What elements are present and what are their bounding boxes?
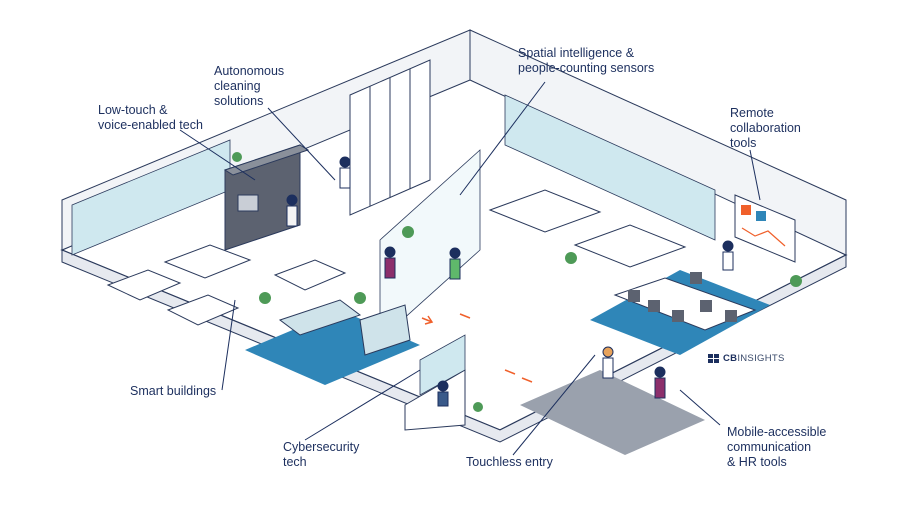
kitchen-cabinet (223, 144, 310, 251)
cb-insights-logo: CBINSIGHTS (708, 353, 785, 364)
cyber-booth-glass (419, 334, 466, 396)
label-spatial-intelligence: Spatial intelligence & people-counting s… (518, 46, 655, 75)
label-mobile-hr-tools: Mobile-accessible communication & HR too… (727, 425, 827, 469)
label-cybersecurity: Cybersecurity tech (283, 440, 360, 469)
back-right-window (504, 94, 716, 241)
leader-lines (179, 81, 761, 456)
cb-logo-icon (708, 354, 719, 363)
back-right-wall (469, 29, 847, 256)
desks-right (488, 189, 757, 331)
people (286, 156, 734, 407)
label-low-touch-tech: Low-touch & voice-enabled tech (98, 103, 203, 132)
remote-screen (734, 194, 796, 263)
label-autonomous-cleaning: Autonomous cleaning solutions (214, 64, 285, 108)
label-remote-collaboration: Remote collaboration tools (730, 106, 801, 150)
lounge-sofa (278, 299, 411, 356)
label-smart-buildings: Smart buildings (130, 384, 217, 398)
brand-insights: INSIGHTS (737, 353, 785, 364)
label-touchless-entry: Touchless entry (466, 455, 553, 469)
floor-arrows (421, 313, 533, 383)
entry-floor (520, 370, 705, 455)
glass-partition (379, 149, 481, 341)
brand-cb: CB (723, 353, 738, 364)
plants (232, 152, 802, 412)
meeting-chairs (628, 272, 737, 322)
desks-left (106, 244, 347, 326)
